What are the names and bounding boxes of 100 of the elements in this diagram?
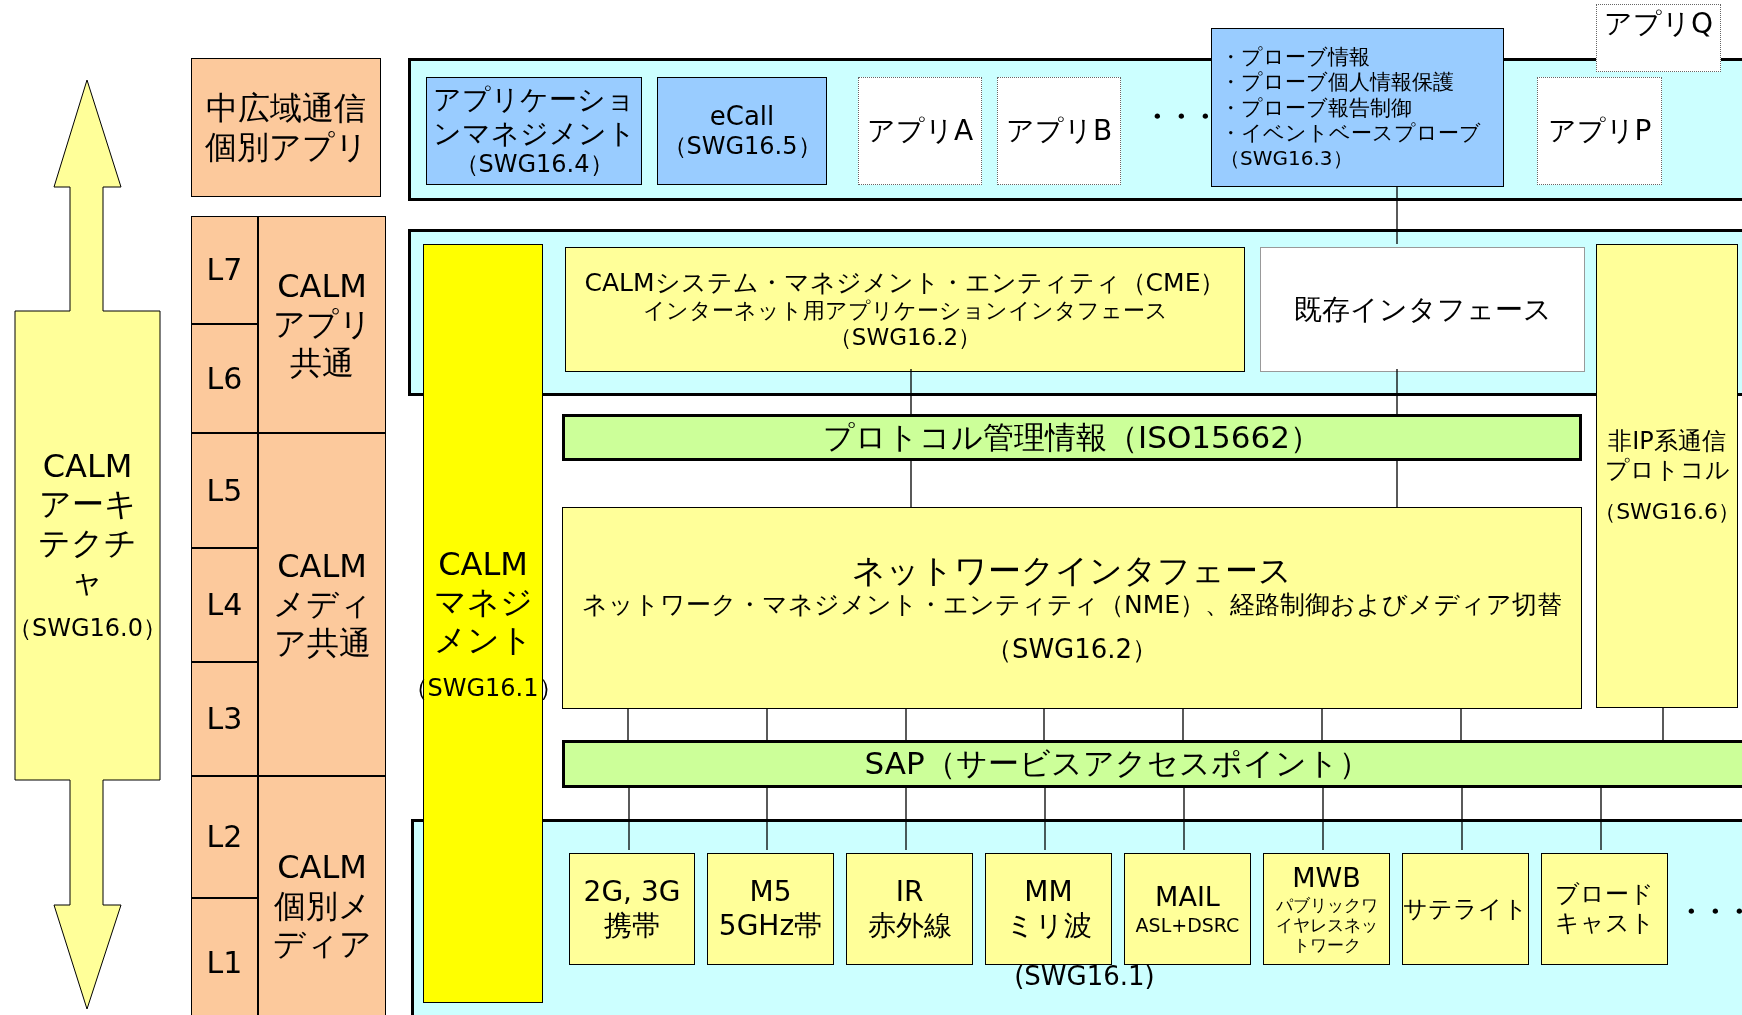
box-label: アプリケーションマネジメント [431, 83, 637, 151]
box-label: ・イベントベースプローブ [1220, 120, 1481, 146]
box-label: CALM 個別メディア [271, 848, 373, 964]
media-box [1541, 853, 1668, 965]
media-box [569, 853, 695, 965]
module-box [426, 77, 642, 185]
category-box [258, 776, 386, 1015]
ellipsis: ・・・ [1677, 894, 1742, 930]
connector-line [1321, 708, 1323, 741]
box-label: ネットワークインタフェース [852, 550, 1292, 591]
box-label: 中広域通信個別アプリ [204, 89, 368, 166]
layer-box [191, 662, 258, 776]
box-label: L1 [206, 945, 243, 981]
box-label: CALM アーキテクチャ [37, 446, 138, 601]
media-box [846, 853, 973, 965]
box-label: CALM メディア共通 [271, 546, 373, 663]
box-label: eCall [709, 101, 775, 133]
connector-line [1396, 460, 1398, 508]
connector-line [628, 787, 630, 851]
box-label: CALMシステム・マネジメント・エンティティ（CME） [584, 267, 1226, 298]
box-label: L6 [206, 360, 243, 397]
box-label: （SWG16.6） [1594, 498, 1740, 525]
box-label: MAIL [1155, 881, 1220, 914]
box-label: CALM アプリ共通 [272, 266, 372, 383]
layer-box [191, 216, 258, 324]
box-label: ・プローブ報告制御 [1220, 95, 1412, 121]
box-label: 非IP系通信プロトコル [1603, 427, 1731, 485]
layer-box [191, 433, 258, 548]
connector-line [1461, 787, 1463, 851]
box-label: （SWG16.2） [985, 634, 1159, 666]
media-box [985, 853, 1112, 965]
box-label: L4 [206, 587, 243, 623]
box-label: アプリQ [1603, 7, 1713, 41]
box-label: ・プローブ情報 [1220, 45, 1370, 71]
category-box [191, 58, 381, 197]
app-box [997, 77, 1121, 185]
module-box [1211, 28, 1504, 187]
layer-box [191, 776, 258, 898]
connector-line [1396, 368, 1398, 415]
connector-line [1396, 186, 1398, 245]
box-label: MWB [1292, 862, 1361, 895]
connector-line [627, 708, 629, 741]
connector-line [1322, 787, 1324, 851]
box-label: （SWG16.0） [8, 614, 167, 644]
double-arrow [14, 80, 161, 1010]
module-box [657, 77, 827, 185]
box-label: L2 [206, 819, 243, 855]
connector-line [1043, 708, 1045, 741]
box-label: IR 赤外線 [866, 875, 953, 943]
module-box [1596, 244, 1738, 708]
connector-line [1182, 708, 1184, 741]
layer-box [191, 898, 258, 1015]
connector-line [1460, 708, 1462, 741]
box-label: （SWG16.2） [828, 323, 982, 352]
media-box [1402, 853, 1529, 965]
box-label: インターネット用アプリケーションインタフェース [642, 297, 1168, 324]
media-box [1124, 853, 1251, 965]
box-label: ASL+DSRC [1135, 913, 1240, 937]
box-label: プロトコル管理情報（ISO15662） [823, 418, 1321, 457]
category-box [258, 216, 386, 433]
box-label: MM ミリ波 [1004, 875, 1093, 943]
media-box [1263, 853, 1390, 965]
module-box [1260, 247, 1585, 372]
protocol-bar [562, 414, 1582, 461]
box-label: ネットワーク・マネジメント・エンティティ（NME）、経路制御およびメディア切替 [581, 590, 1563, 621]
box-label: L5 [206, 472, 243, 509]
box-label: L7 [206, 252, 243, 288]
layer-box [191, 324, 258, 433]
box-label: （SWG16.5） [662, 132, 822, 161]
box-label: SAP（サービスアクセスポイント） [864, 745, 1370, 783]
connector-line [766, 708, 768, 741]
module-box [565, 247, 1245, 372]
box-label: L3 [206, 701, 243, 737]
box-label: パブリックワイヤレスネットワーク [1275, 894, 1378, 956]
box-label: サテライト [1403, 894, 1528, 924]
box-label: （SWG16.3） [1220, 145, 1353, 170]
ellipsis: ・・・ [1143, 99, 1215, 135]
connector-line [1662, 707, 1664, 741]
app-box [1537, 77, 1662, 185]
box-label: (SWG16.1) [1014, 960, 1155, 992]
box-label: 2G, 3G 携帯 [582, 875, 682, 943]
media-box [707, 853, 834, 965]
connector-line [910, 460, 912, 508]
app-box [1596, 4, 1721, 72]
layer-box [191, 548, 258, 662]
box-label: CALMマネジメント [433, 544, 533, 660]
connector-line [1600, 787, 1602, 851]
box-label: アプリP [1547, 114, 1652, 148]
box-label: ・プローブ個人情報保護 [1220, 70, 1454, 96]
protocol-bar [562, 740, 1742, 788]
connector-line [1183, 787, 1185, 851]
box-label: アプリB [1005, 114, 1113, 148]
connector-line [905, 708, 907, 741]
box-label: アプリA [866, 114, 974, 148]
box-label: （SWG16.4） [454, 150, 614, 179]
connector-line [1044, 787, 1046, 851]
connector-line [766, 787, 768, 851]
connector-line [905, 787, 907, 851]
box-label: ブロードキャスト [1553, 880, 1656, 938]
module-box [562, 507, 1582, 709]
